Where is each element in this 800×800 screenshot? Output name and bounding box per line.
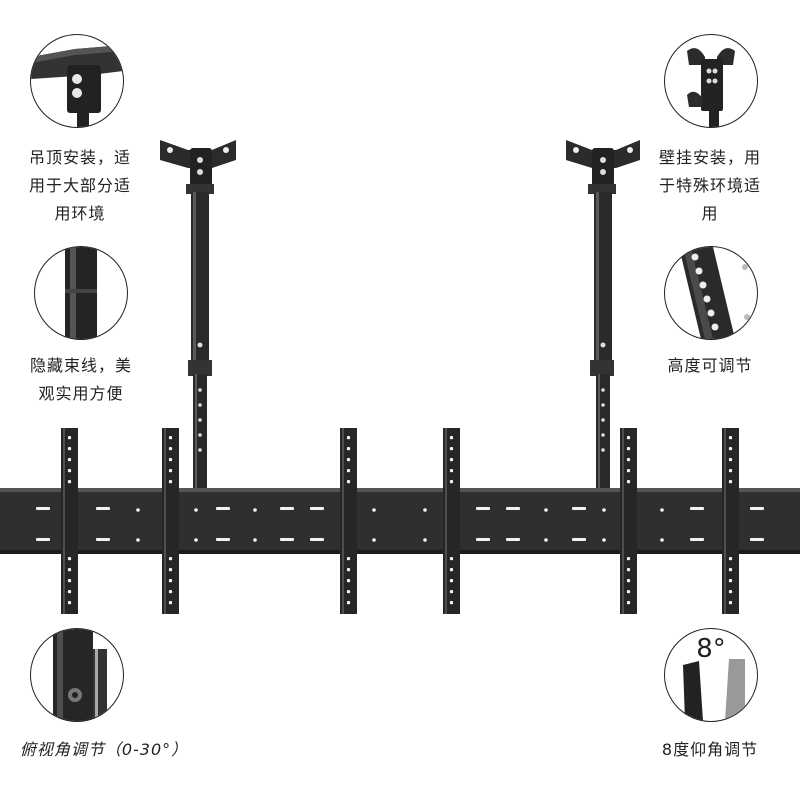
bracket-hole — [346, 557, 351, 561]
pole-tube-icon — [65, 247, 97, 339]
wall-bracket-icon — [687, 48, 735, 127]
ceiling-mount-detail — [30, 34, 124, 128]
vertical-bracket-4 — [443, 428, 460, 614]
bracket-hole — [449, 469, 454, 473]
vertical-bracket-6 — [722, 428, 739, 614]
vertical-bracket-5 — [620, 428, 637, 614]
bracket-hole — [449, 447, 454, 451]
bracket-hole — [728, 579, 733, 583]
bracket-hole — [168, 447, 173, 451]
bracket-hole — [728, 568, 733, 572]
bracket-hole — [346, 601, 351, 605]
height-adjust-detail — [664, 246, 758, 340]
bracket-hole — [728, 469, 733, 473]
bracket-hole — [728, 590, 733, 594]
bracket-hole — [626, 436, 631, 440]
tilt-angle-text: 8° — [696, 634, 726, 664]
left-pole-assembly — [160, 140, 236, 490]
bracket-hole — [728, 447, 733, 451]
bracket-hole — [626, 458, 631, 462]
tilt-up-detail: 8° — [664, 628, 758, 722]
vertical-bracket-1 — [61, 428, 78, 614]
height-adjust-label: 高度可调节 — [667, 356, 753, 375]
bracket-holes — [67, 436, 733, 605]
bracket-hole — [449, 480, 454, 484]
bracket-hole — [346, 480, 351, 484]
bracket-hole — [346, 579, 351, 583]
bracket-hole — [728, 480, 733, 484]
bracket-hole — [168, 436, 173, 440]
tilt-angle-icon: 8° — [683, 634, 745, 721]
bracket-hole — [168, 480, 173, 484]
bracket-hole — [728, 458, 733, 462]
bracket-hole — [67, 469, 72, 473]
vertical-bracket-3 — [340, 428, 357, 614]
bracket-hole — [728, 557, 733, 561]
adjustable-pole-icon — [679, 247, 750, 339]
bracket-hole — [346, 447, 351, 451]
bracket-hole — [168, 601, 173, 605]
hidden-cable-label: 隐藏束线，美 观实用方便 — [29, 356, 132, 403]
tilt-hinge-icon — [53, 629, 107, 721]
bracket-hole — [346, 568, 351, 572]
bracket-hole — [67, 590, 72, 594]
wall-mount-label: 壁挂安装，用 于特殊环境适 用 — [658, 148, 761, 223]
bracket-hole — [67, 447, 72, 451]
bracket-hole — [449, 568, 454, 572]
ceiling-mount-label: 吊顶安装，适 用于大部分适 用环境 — [28, 148, 131, 223]
bracket-hole — [168, 469, 173, 473]
bracket-hole — [346, 590, 351, 594]
bracket-hole — [67, 601, 72, 605]
bracket-hole — [626, 579, 631, 583]
bracket-hole — [168, 568, 173, 572]
bracket-hole — [728, 601, 733, 605]
vertical-brackets — [61, 428, 739, 614]
bracket-hole — [626, 557, 631, 561]
bracket-hole — [346, 436, 351, 440]
bracket-hole — [67, 579, 72, 583]
hidden-cable-detail — [34, 246, 128, 340]
vertical-bracket-2 — [162, 428, 179, 614]
bracket-hole — [626, 590, 631, 594]
bracket-hole — [168, 579, 173, 583]
bracket-hole — [168, 458, 173, 462]
bracket-hole — [346, 469, 351, 473]
tilt-up-label: 8度仰角调节 — [661, 740, 759, 759]
bracket-hole — [449, 458, 454, 462]
bracket-hole — [67, 568, 72, 572]
bracket-hole — [626, 601, 631, 605]
bracket-hole — [626, 469, 631, 473]
bracket-hole — [67, 480, 72, 484]
bracket-hole — [626, 447, 631, 451]
tilt-down-label: 俯视角调节（0-30°） — [19, 740, 189, 759]
bracket-hole — [449, 557, 454, 561]
horizontal-crossbar — [0, 488, 800, 554]
bracket-hole — [67, 557, 72, 561]
bracket-hole — [346, 458, 351, 462]
bracket-hole — [449, 436, 454, 440]
bracket-hole — [449, 601, 454, 605]
bracket-hole — [168, 557, 173, 561]
wall-mount-detail — [664, 34, 758, 128]
tilt-down-detail — [30, 628, 124, 722]
bracket-hole — [626, 480, 631, 484]
bracket-hole — [67, 458, 72, 462]
bracket-hole — [626, 568, 631, 572]
bracket-hole — [67, 436, 72, 440]
right-pole-assembly — [566, 140, 640, 490]
bracket-hole — [168, 590, 173, 594]
bracket-hole — [449, 590, 454, 594]
ceiling-bracket-icon — [31, 45, 123, 127]
bracket-hole — [728, 436, 733, 440]
bracket-hole — [449, 579, 454, 583]
